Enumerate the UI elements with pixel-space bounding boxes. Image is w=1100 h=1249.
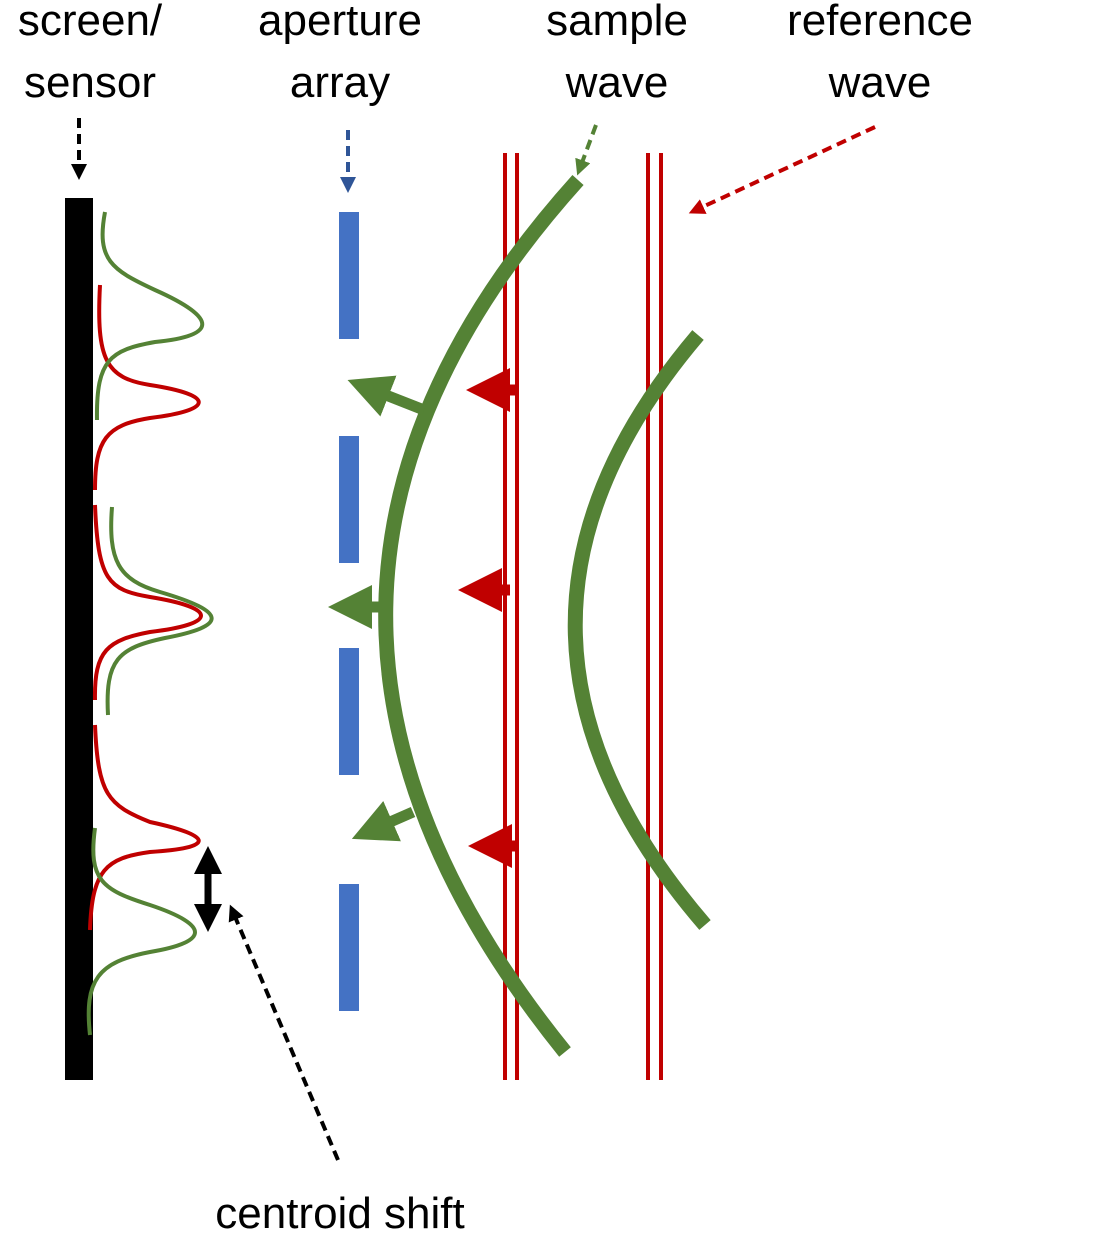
screen-sensor-label: screen/ sensor (0, 0, 180, 114)
aperture-label-line2: array (289, 58, 391, 107)
sample-wave-label: sample wave (527, 0, 707, 114)
sample-wave-curves (378, 174, 711, 1057)
sample-wavefront-2 (567, 330, 711, 930)
reference-wave-lines (503, 153, 663, 1080)
green-arrow-bottom (351, 801, 416, 842)
centroid-shift-label: centroid shift (215, 1189, 465, 1238)
screen-label-line1: screen/ (17, 0, 163, 45)
green-arrow-top (347, 375, 427, 417)
reference-wave-label: reference wave (765, 0, 995, 114)
reference-label-line1: reference (787, 0, 973, 45)
aperture-segment (339, 212, 359, 339)
sample-propagation-arrows (328, 375, 427, 842)
aperture-label-line1: aperture (258, 0, 422, 45)
aperture-segment (339, 648, 359, 775)
reference-pointer-arrow (688, 125, 876, 214)
aperture-segment (339, 436, 359, 563)
reference-intensity-profile (88, 284, 203, 931)
sample-pointer-arrow (575, 124, 598, 176)
aperture-array-label: aperture array (240, 0, 440, 114)
reference-label-line2: wave (828, 58, 932, 107)
sample-wavefront-1 (378, 174, 584, 1057)
centroid-pointer-arrow (228, 904, 340, 1161)
aperture-array (339, 212, 359, 1011)
screen-label-line2: sensor (23, 58, 157, 107)
reference-propagation-arrows (458, 368, 516, 868)
sample-label-line2: wave (565, 58, 669, 107)
aperture-segment (339, 884, 359, 1011)
screen-sensor-bar (65, 198, 93, 1080)
sample-label-line1: sample (546, 0, 688, 45)
sample-intensity-profile (86, 211, 214, 1036)
